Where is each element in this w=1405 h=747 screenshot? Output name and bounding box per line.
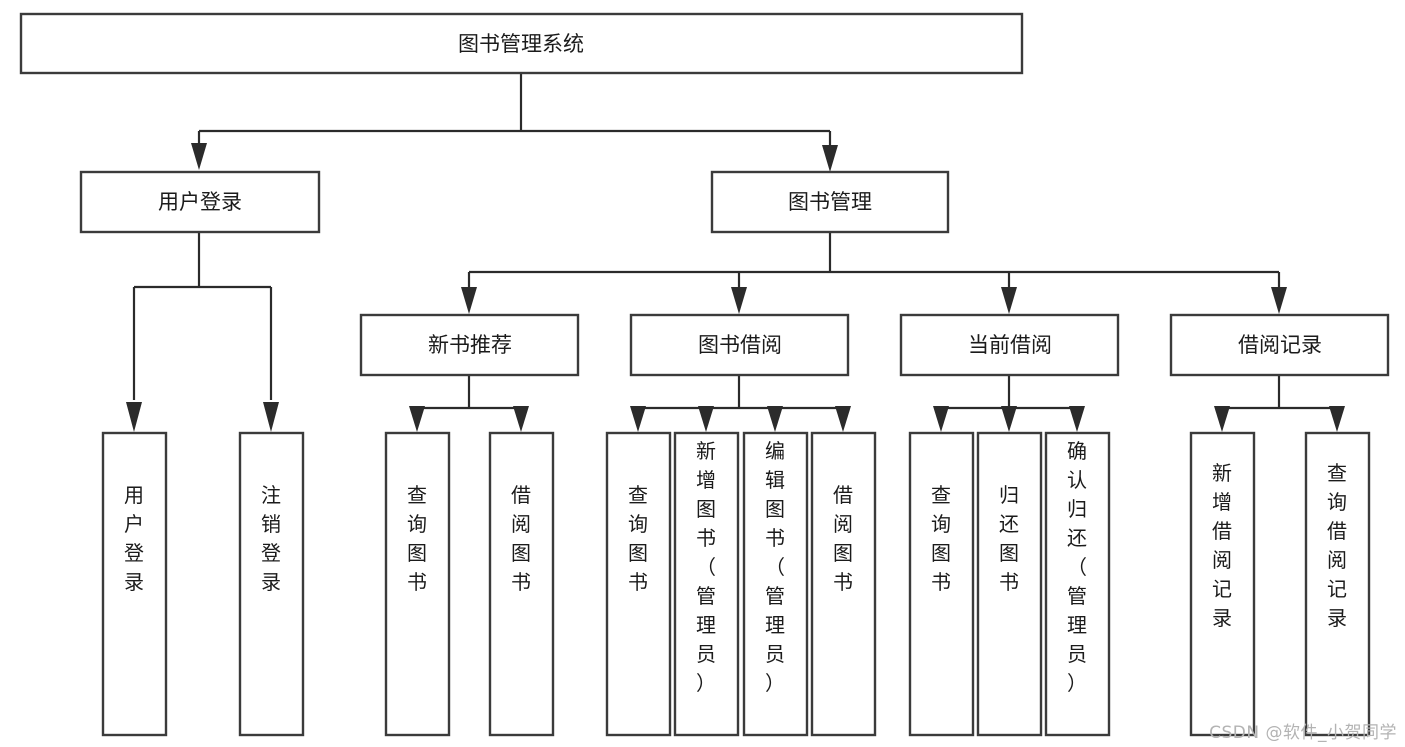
node-leaf-nbr-borrow-book[interactable]: 借阅图书: [488, 431, 555, 737]
arrowhead-leaf-cb-2: [1001, 406, 1017, 432]
arrowhead-leaf-user-login-1: [126, 402, 142, 432]
node-leaf-cb-query-book-box[interactable]: [908, 431, 975, 737]
node-leaf-br-add-record-label: 新增借阅记录: [1212, 461, 1232, 630]
arrowhead-leaf-nbr-1: [409, 406, 425, 432]
node-leaf-cb-return-book[interactable]: 归还图书: [976, 431, 1043, 737]
node-leaf-cb-return-book-label: 归还图书: [999, 483, 1019, 594]
node-leaf-br-add-record[interactable]: 新增借阅记录: [1189, 431, 1256, 737]
node-current-borrow[interactable]: 当前借阅: [899, 313, 1120, 377]
node-book-management-label: 图书管理: [788, 190, 872, 214]
arrowhead-leaf-cb-1: [933, 406, 949, 432]
node-new-book-recommend-box[interactable]: [359, 313, 580, 377]
node-leaf-logout[interactable]: 注销登录: [238, 431, 305, 737]
node-leaf-nbr-borrow-book-box[interactable]: [488, 431, 555, 737]
node-leaf-user-login[interactable]: 用户登录: [101, 431, 168, 737]
node-leaf-br-query-record-label: 查询借阅记录: [1327, 461, 1347, 630]
node-leaf-cb-confirm-return-label: 确认归还（管理员）: [1067, 439, 1087, 695]
node-leaf-nbr-query-book[interactable]: 查询图书: [384, 431, 451, 737]
node-root-box[interactable]: [19, 12, 1024, 75]
arrowhead-current-borrow: [1001, 287, 1017, 314]
node-current-borrow-box[interactable]: [899, 313, 1120, 377]
arrowhead-leaf-nbr-2: [513, 406, 529, 432]
node-leaf-br-add-record-box[interactable]: [1189, 431, 1256, 737]
node-user-login-box[interactable]: [79, 170, 321, 234]
node-current-borrow-label: 当前借阅: [968, 333, 1052, 357]
connector-group-borrow-record: [1214, 375, 1345, 432]
arrowhead-new-book-recommend: [461, 287, 477, 314]
node-user-login[interactable]: 用户登录: [79, 170, 321, 234]
arrowhead-leaf-bb-2: [698, 406, 714, 432]
node-book-management-box[interactable]: [710, 170, 950, 234]
node-leaf-user-login-label: 用户登录: [124, 483, 144, 594]
node-book-borrow[interactable]: 图书借阅: [629, 313, 850, 377]
node-user-login-label: 用户登录: [158, 190, 242, 214]
connector-group-current-borrow: [933, 375, 1085, 432]
node-leaf-bb-add-book-box[interactable]: [673, 431, 740, 737]
arrowhead-leaf-user-login-2: [263, 402, 279, 432]
node-borrow-record[interactable]: 借阅记录: [1169, 313, 1390, 377]
node-leaf-bb-edit-book-label: 编辑图书（管理员）: [765, 439, 785, 695]
node-leaf-bb-borrow-book-label: 借阅图书: [833, 483, 853, 594]
node-book-borrow-label: 图书借阅: [698, 333, 782, 357]
arrowhead-leaf-bb-3: [767, 406, 783, 432]
node-leaf-bb-query-book[interactable]: 查询图书: [605, 431, 672, 737]
node-borrow-record-box[interactable]: [1169, 313, 1390, 377]
node-leaf-bb-add-book[interactable]: 新增图书（管理员）: [673, 431, 740, 737]
node-leaf-bb-query-book-box[interactable]: [605, 431, 672, 737]
arrowhead-book-mgmt: [822, 145, 838, 172]
connector-group-book-mgmt: [461, 232, 1287, 314]
connector-group-new-book-recommend: [409, 375, 529, 432]
node-leaf-br-query-record[interactable]: 查询借阅记录: [1304, 431, 1371, 737]
node-leaf-bb-borrow-book[interactable]: 借阅图书: [810, 431, 877, 737]
connector-group-user-login: [126, 232, 279, 432]
node-leaf-logout-box[interactable]: [238, 431, 305, 737]
arrowhead-leaf-bb-4: [835, 406, 851, 432]
node-book-management[interactable]: 图书管理: [710, 170, 950, 234]
arrowhead-leaf-br-2: [1329, 406, 1345, 432]
node-root[interactable]: 图书管理系统: [19, 12, 1024, 75]
csdn-watermark: CSDN @软件_小贺同学: [1209, 723, 1397, 743]
arrowhead-user-login: [191, 143, 207, 170]
arrowhead-book-borrow: [731, 287, 747, 314]
node-root-label: 图书管理系统: [458, 32, 584, 56]
node-book-borrow-box[interactable]: [629, 313, 850, 377]
node-leaf-bb-edit-book[interactable]: 编辑图书（管理员）: [742, 431, 809, 737]
connector-group-book-borrow: [630, 375, 851, 432]
node-leaf-bb-add-book-label: 新增图书（管理员）: [696, 439, 716, 695]
node-leaf-cb-return-book-box[interactable]: [976, 431, 1043, 737]
node-leaf-bb-borrow-book-box[interactable]: [810, 431, 877, 737]
node-leaf-cb-query-book-label: 查询图书: [931, 483, 951, 594]
node-leaf-cb-confirm-return-box[interactable]: [1044, 431, 1111, 737]
node-leaf-cb-confirm-return[interactable]: 确认归还（管理员）: [1044, 431, 1111, 737]
node-new-book-recommend-label: 新书推荐: [428, 333, 512, 357]
node-leaf-user-login-box[interactable]: [101, 431, 168, 737]
node-leaf-cb-query-book[interactable]: 查询图书: [908, 431, 975, 737]
arrowhead-leaf-bb-1: [630, 406, 646, 432]
node-leaf-nbr-query-book-label: 查询图书: [407, 483, 427, 594]
node-new-book-recommend[interactable]: 新书推荐: [359, 313, 580, 377]
node-leaf-bb-edit-book-box[interactable]: [742, 431, 809, 737]
node-leaf-nbr-borrow-book-label: 借阅图书: [511, 483, 531, 594]
arrowhead-leaf-br-1: [1214, 406, 1230, 432]
node-leaf-br-query-record-box[interactable]: [1304, 431, 1371, 737]
node-leaf-nbr-query-book-box[interactable]: [384, 431, 451, 737]
arrowhead-borrow-record: [1271, 287, 1287, 314]
node-leaf-bb-query-book-label: 查询图书: [628, 483, 648, 594]
arrowhead-leaf-cb-3: [1069, 406, 1085, 432]
node-borrow-record-label: 借阅记录: [1238, 333, 1322, 357]
connector-group-root: [191, 73, 838, 172]
node-leaf-logout-label: 注销登录: [261, 483, 281, 594]
